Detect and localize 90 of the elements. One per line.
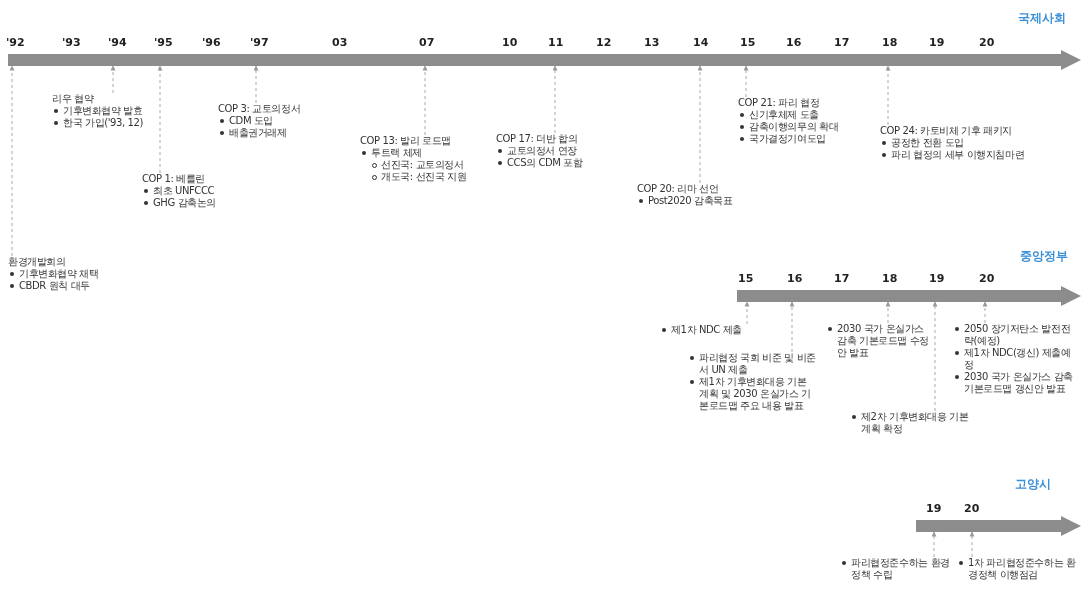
bullet-text: 2030 국가 온실가스 감축 기본로드맵 수정안 발표 — [837, 323, 929, 358]
event-note — [953, 323, 1075, 395]
year-label: '94 — [108, 36, 127, 49]
event-note — [957, 557, 1079, 581]
bullet-text: 기후변화협약 발효 — [63, 105, 143, 116]
year-label: 20 — [964, 502, 980, 515]
year-label: 20 — [979, 272, 995, 285]
event-title: COP 24: 카토비체 기후 패키지 — [880, 125, 1014, 137]
timeline-arrow — [737, 286, 1081, 306]
leader-line — [552, 65, 558, 134]
bullet-text: 제1차 기후변화대응 기본계획 및 2030 온실가스 기본로드맵 주요 내용 발표 — [699, 376, 811, 411]
year-label: 17 — [834, 36, 850, 49]
year-label: '95 — [154, 36, 173, 49]
bullet-text: 교토의정서 연장 — [507, 145, 577, 156]
event-title: COP 20: 리마 선언 — [637, 183, 720, 195]
year-label: '97 — [250, 36, 269, 49]
event-title: COP 17: 더반 합의 — [496, 133, 579, 145]
bullet-text: 배출권거래제 — [229, 127, 287, 138]
bullet-text: 제1차 NDC 제출 — [671, 324, 742, 335]
year-label: 12 — [596, 36, 612, 49]
timeline-arrow — [8, 50, 1081, 70]
leader-line — [422, 65, 428, 136]
bullet-text: 2050 장기저탄소 발전전략(예정) — [964, 323, 1071, 346]
bullet-text: 한국 가입('93, 12) — [63, 117, 143, 128]
event-title: COP 21: 파리 협정 — [738, 97, 821, 109]
year-label: '96 — [202, 36, 221, 49]
year-label: 14 — [693, 36, 709, 49]
leader-line — [744, 301, 750, 325]
year-label: 03 — [332, 36, 348, 49]
bullet-text: 제2차 기후변화대응 기본계획 확정 — [861, 411, 969, 434]
bullet-text: 감축이행의무의 확대 — [749, 121, 839, 132]
year-label: '92 — [6, 36, 25, 49]
year-label: 11 — [548, 36, 564, 49]
event-title: 리우 협약 — [52, 93, 95, 105]
bullet-text: 투트랙 체제 — [371, 147, 422, 158]
leader-line — [743, 65, 749, 98]
bullet-text: Post2020 감축목표 — [648, 195, 733, 206]
year-label: 16 — [786, 36, 802, 49]
leader-line — [789, 301, 795, 353]
year-label: 15 — [738, 272, 754, 285]
year-label: 19 — [929, 272, 945, 285]
year-label: 19 — [929, 36, 945, 49]
leader-line — [931, 531, 937, 558]
year-label: 13 — [644, 36, 660, 49]
year-label: 19 — [926, 502, 942, 515]
leader-line — [885, 301, 891, 324]
bullet-text: 파리협정 국회 비준 및 비준서 UN 제출 — [699, 352, 816, 375]
bullet-text: 공정한 전환 도입 — [891, 137, 964, 148]
leader-line — [982, 301, 988, 324]
section-heading: 국제사회 — [1018, 10, 1066, 27]
bullet-text: 개도국: 선진국 지원 — [381, 171, 467, 182]
event-title: COP 3: 교토의정서 — [218, 103, 302, 115]
leader-line — [110, 65, 116, 94]
event-title: 환경개발회의 — [8, 256, 67, 268]
bullet-text: CCS의 CDM 포함 — [507, 157, 583, 168]
leader-line — [157, 65, 163, 174]
timeline-arrow — [916, 516, 1081, 536]
leader-line — [253, 65, 259, 104]
bullet-text: CBDR 원칙 대두 — [19, 280, 90, 291]
bullet-text: 선진국: 교토의정서 — [381, 159, 464, 170]
section-heading: 고양시 — [1015, 476, 1051, 493]
event-title: COP 1: 베를린 — [142, 173, 206, 185]
leader-line — [697, 65, 703, 184]
year-label: 18 — [882, 272, 898, 285]
bullet-text: GHG 감축논의 — [153, 197, 216, 208]
bullet-text: CDM 도입 — [229, 115, 274, 126]
event-note — [688, 352, 816, 412]
bullet-text: 신기후체제 도출 — [749, 109, 819, 120]
leader-line — [9, 65, 15, 257]
bullet-text: 파리 협정의 세부 이행지침마련 — [891, 149, 1025, 160]
bullet-text: 파리협정준수하는 환경정책 수립 — [851, 557, 950, 580]
year-label: 10 — [502, 36, 518, 49]
bullet-text: 국가결정기여도입 — [749, 133, 826, 144]
year-label: 07 — [419, 36, 435, 49]
year-label: 20 — [979, 36, 995, 49]
section-heading: 중앙정부 — [1020, 248, 1068, 265]
leader-line — [885, 65, 891, 126]
bullet-text: 2030 국가 온실가스 감축 기본로드맵 갱신안 발표 — [964, 371, 1073, 394]
bullet-text: 기후변화협약 채택 — [19, 268, 99, 279]
year-label: '93 — [62, 36, 81, 49]
year-label: 18 — [882, 36, 898, 49]
bullet-text: 최초 UNFCCC — [153, 185, 215, 196]
leader-line — [969, 531, 975, 558]
event-title: COP 13: 발리 로드맵 — [360, 135, 452, 147]
bullet-text: 제1차 NDC(갱신) 제출예정 — [964, 347, 1071, 370]
year-label: 16 — [787, 272, 803, 285]
leader-line — [932, 301, 938, 412]
year-label: 15 — [740, 36, 756, 49]
year-label: 17 — [834, 272, 850, 285]
bullet-text: 1차 파리협정준수하는 환경정책 이행점검 — [968, 557, 1076, 580]
